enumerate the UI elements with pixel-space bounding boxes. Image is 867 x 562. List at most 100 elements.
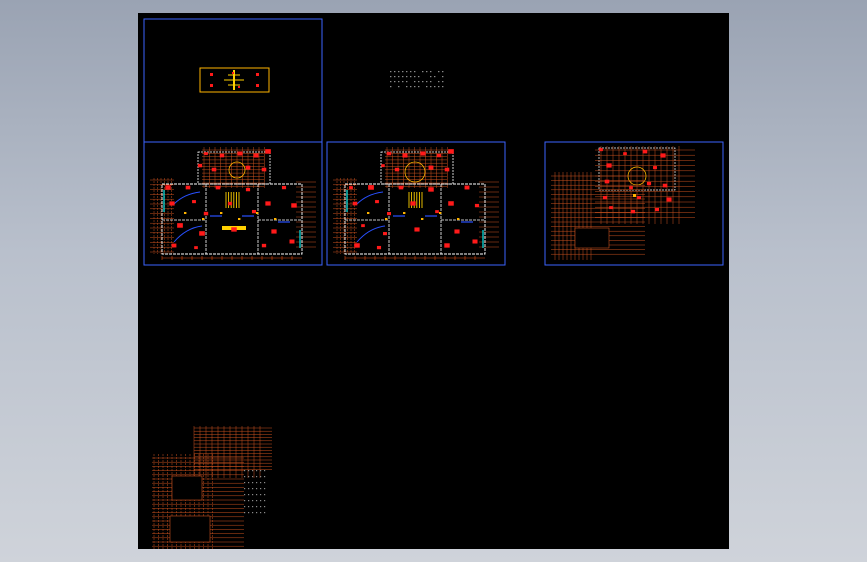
note-dot (252, 494, 254, 496)
note-dot (260, 512, 262, 514)
floor-plan-2[interactable] (333, 147, 499, 260)
marker (376, 245, 382, 250)
marker (289, 239, 295, 244)
drawing-canvas[interactable] (138, 13, 729, 549)
note-dot (244, 482, 246, 484)
key-plan[interactable] (199, 67, 270, 93)
note-dot (264, 476, 266, 478)
marker (291, 203, 297, 208)
viewport-frame-roof-plan[interactable] (544, 141, 724, 266)
note-dot (244, 512, 246, 514)
marker (444, 243, 450, 248)
note-dot (426, 86, 428, 88)
marker (281, 185, 287, 190)
marker (387, 212, 391, 216)
marker (349, 186, 353, 190)
viewport-frame-floor-plan-1[interactable] (143, 141, 323, 266)
marker (169, 201, 175, 206)
note-dot (260, 494, 262, 496)
note-dot (248, 494, 250, 496)
note-dot (252, 470, 254, 472)
marker (219, 153, 225, 158)
marker (609, 206, 613, 210)
note-dot (264, 470, 266, 472)
marker (177, 223, 183, 228)
marker (271, 229, 277, 234)
marker (464, 185, 470, 190)
note-dot (406, 81, 408, 83)
note-dot (248, 482, 250, 484)
door-arc (173, 191, 201, 205)
note-dot (430, 76, 432, 78)
note-dot (264, 482, 266, 484)
grid-detail[interactable] (152, 426, 272, 549)
marker (171, 243, 177, 248)
note-dot (430, 86, 432, 88)
note-dot (394, 71, 396, 73)
note-dot (402, 71, 404, 73)
note-block[interactable] (390, 71, 444, 88)
marker (386, 151, 392, 156)
note-dot (398, 71, 400, 73)
marker (251, 209, 257, 214)
note-dot (252, 482, 254, 484)
roof-plan[interactable] (551, 146, 695, 260)
note-dot (402, 81, 404, 83)
note-dot (248, 512, 250, 514)
note-dot (244, 470, 246, 472)
note-dot (260, 500, 262, 502)
note-dot (438, 81, 440, 83)
floor-plan-1[interactable] (150, 147, 316, 260)
note-dot (410, 76, 412, 78)
marker (420, 151, 426, 156)
marker (227, 201, 233, 206)
marker (165, 185, 171, 190)
marker (637, 196, 641, 200)
note-dot (434, 86, 436, 88)
marker (237, 151, 243, 156)
note-dot (264, 512, 266, 514)
marker (654, 207, 660, 212)
marker (215, 185, 221, 190)
note-dot (422, 71, 424, 73)
marker (231, 227, 237, 232)
note-dot (442, 71, 444, 73)
drawing-svg[interactable] (138, 13, 729, 549)
note-dot (438, 86, 440, 88)
note-dot (398, 76, 400, 78)
marker (211, 167, 217, 172)
note-dot (256, 500, 258, 502)
note-dot (256, 506, 258, 508)
note-dot (426, 71, 428, 73)
note-dot (430, 71, 432, 73)
marker (662, 183, 668, 188)
note-dot (414, 81, 416, 83)
note-dot (248, 500, 250, 502)
accent-tag (439, 212, 442, 214)
marker (185, 185, 191, 190)
marker (435, 210, 439, 214)
accent-tag (256, 212, 259, 214)
marker (472, 239, 478, 244)
note-dot (264, 494, 266, 496)
marker (253, 153, 259, 158)
marker (630, 209, 636, 214)
marker (402, 153, 408, 158)
viewport-frame-floor-plan-2[interactable] (326, 141, 506, 266)
marker (448, 201, 454, 206)
marker (204, 152, 208, 156)
marker (606, 163, 612, 168)
note-dot (244, 500, 246, 502)
note-dot (418, 81, 420, 83)
note-dot (256, 512, 258, 514)
marker (375, 200, 379, 204)
marker (381, 164, 385, 168)
note-dot (252, 476, 254, 478)
note-dot (248, 506, 250, 508)
note-dot (418, 86, 420, 88)
note-dot (434, 76, 436, 78)
note-dot (394, 81, 396, 83)
marker (629, 186, 633, 190)
grid-void (169, 515, 211, 543)
